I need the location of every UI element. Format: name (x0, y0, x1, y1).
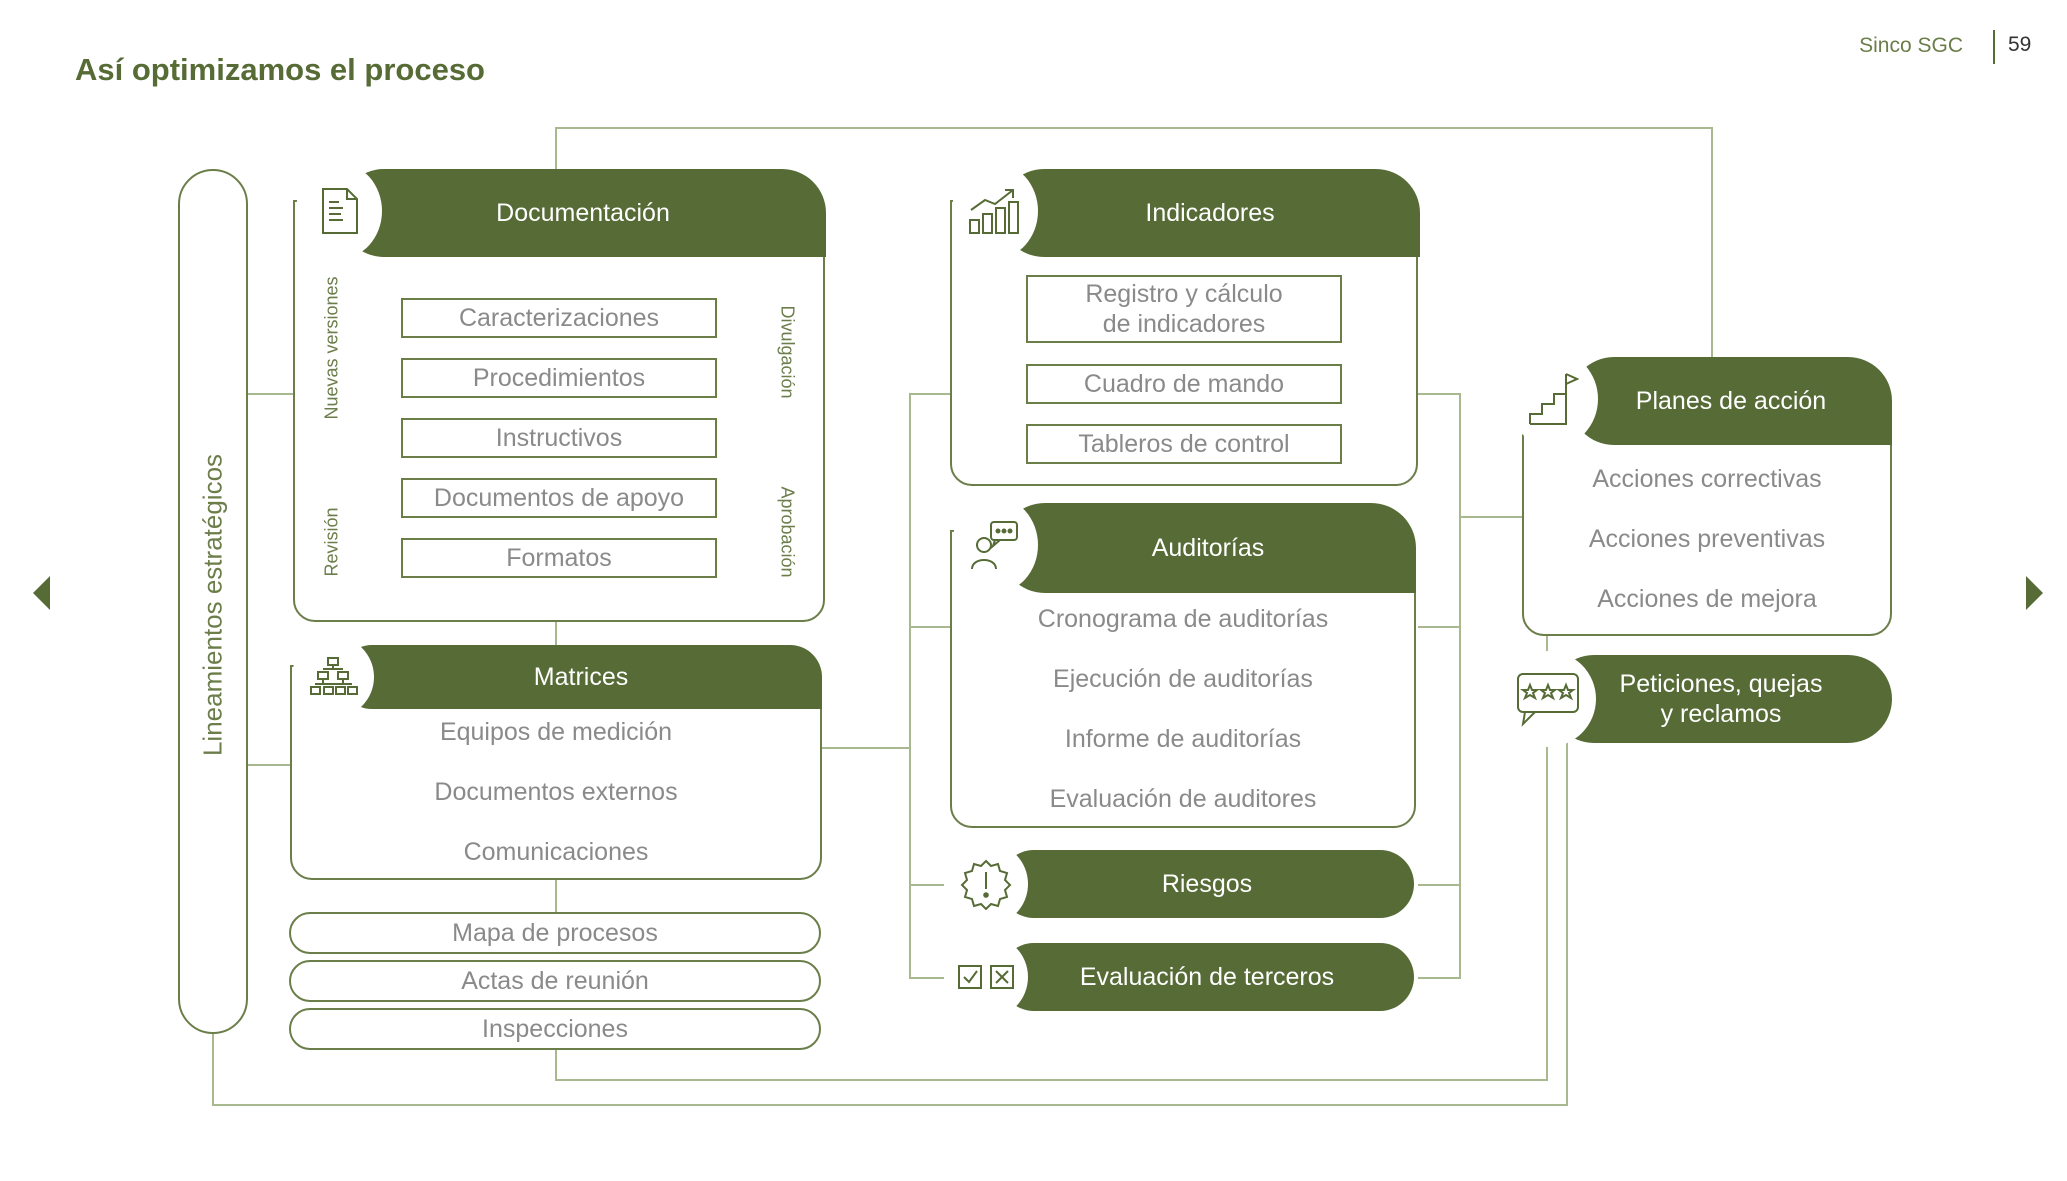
indicadores-item[interactable]: Tableros de control (1026, 424, 1342, 464)
documentacion-header[interactable]: Documentación (340, 169, 826, 257)
indicadores-item[interactable]: Registro y cálculo de indicadores (1026, 275, 1342, 343)
aprobacion-label: Aprobación (777, 486, 798, 578)
stairs-flag-icon (1529, 373, 1579, 425)
pqr-header-label: Peticiones, quejas y reclamos (1619, 670, 1823, 728)
matrices-item[interactable]: Documentos externos (434, 778, 678, 806)
divulgacion-label: Divulgación (777, 305, 798, 399)
planes-accion-item[interactable]: Acciones correctivas (1592, 465, 1822, 493)
warning-badge-icon (960, 859, 1012, 910)
mapa-procesos-item[interactable]: Mapa de procesos (289, 912, 821, 954)
auditorias-item[interactable]: Evaluación de auditores (1049, 785, 1317, 813)
indicadores-header[interactable]: Indicadores (1000, 169, 1420, 257)
page-title: Así optimizamos el proceso (75, 52, 485, 87)
planes-accion-item[interactable]: Acciones de mejora (1597, 585, 1817, 613)
auditorias-icon-circle (952, 497, 1038, 593)
documentacion-header-label: Documentación (496, 199, 670, 227)
previous-arrow-icon[interactable] (33, 576, 50, 610)
riesgos-header[interactable]: Riesgos (1000, 850, 1414, 918)
auditorias-header[interactable]: Auditorías (1000, 503, 1416, 593)
person-chat-icon (971, 521, 1018, 570)
nuevas-versiones-label: Nuevas versiones (321, 276, 342, 420)
evaluacion-terceros-icon-circle (944, 935, 1028, 1019)
matrices-header[interactable]: Matrices (340, 645, 822, 709)
auditorias-item[interactable]: Ejecución de auditorías (1053, 665, 1313, 693)
hierarchy-icon (310, 657, 358, 695)
auditorias-header-label: Auditorías (1151, 534, 1265, 562)
auditorias-item[interactable]: Informe de auditorías (1064, 725, 1302, 753)
documentacion-item[interactable]: Procedimientos (401, 358, 717, 398)
matrices-item[interactable]: Comunicaciones (463, 838, 649, 866)
pqr-icon-circle (1500, 651, 1596, 747)
indicadores-item[interactable]: Cuadro de mando (1026, 364, 1342, 404)
documentacion-item[interactable]: Instructivos (401, 418, 717, 458)
actas-reunion-item[interactable]: Actas de reunión (289, 960, 821, 1002)
planes-accion-header-label: Planes de acción (1635, 387, 1827, 415)
check-cross-icon (958, 965, 1014, 989)
inspecciones-item[interactable]: Inspecciones (289, 1008, 821, 1050)
indicadores-icon-circle (952, 163, 1038, 259)
evaluacion-terceros-label: Evaluación de terceros (1079, 963, 1335, 991)
documentacion-item[interactable]: Caracterizaciones (401, 298, 717, 338)
document-icon (322, 188, 358, 234)
brand-label: Sinco SGC (1859, 34, 1963, 57)
matrices-icon-circle (292, 636, 374, 718)
pqr-header[interactable]: Peticiones, quejas y reclamos (1550, 655, 1892, 743)
next-arrow-icon[interactable] (2026, 576, 2043, 610)
revision-label: Revisión (321, 507, 342, 577)
rating-chat-icon (1517, 673, 1579, 727)
planes-accion-header[interactable]: Planes de acción (1570, 357, 1892, 445)
indicadores-header-label: Indicadores (1145, 199, 1275, 227)
registro-calculo-label: Registro y cálculo de indicadores (1085, 280, 1283, 338)
lineamientos-label: Lineamientos estratégicos (197, 453, 228, 757)
planes-accion-item[interactable]: Acciones preventivas (1588, 525, 1826, 553)
documentacion-icon-circle (296, 163, 382, 259)
page-number: 59 (2008, 33, 2032, 56)
documentacion-item[interactable]: Formatos (401, 538, 717, 578)
matrices-item[interactable]: Equipos de medición (439, 718, 673, 746)
riesgos-icon-circle (944, 842, 1028, 926)
evaluacion-terceros-header[interactable]: Evaluación de terceros (1000, 943, 1414, 1011)
page-divider (1993, 30, 1995, 64)
matrices-header-label: Matrices (533, 663, 629, 691)
planes-accion-icon-circle (1508, 351, 1598, 447)
auditorias-item[interactable]: Cronograma de auditorías (1037, 605, 1329, 633)
documentacion-item[interactable]: Documentos de apoyo (401, 478, 717, 518)
riesgos-header-label: Riesgos (1161, 870, 1253, 898)
lineamientos-pill (178, 169, 248, 1034)
chart-growth-icon (969, 189, 1019, 234)
